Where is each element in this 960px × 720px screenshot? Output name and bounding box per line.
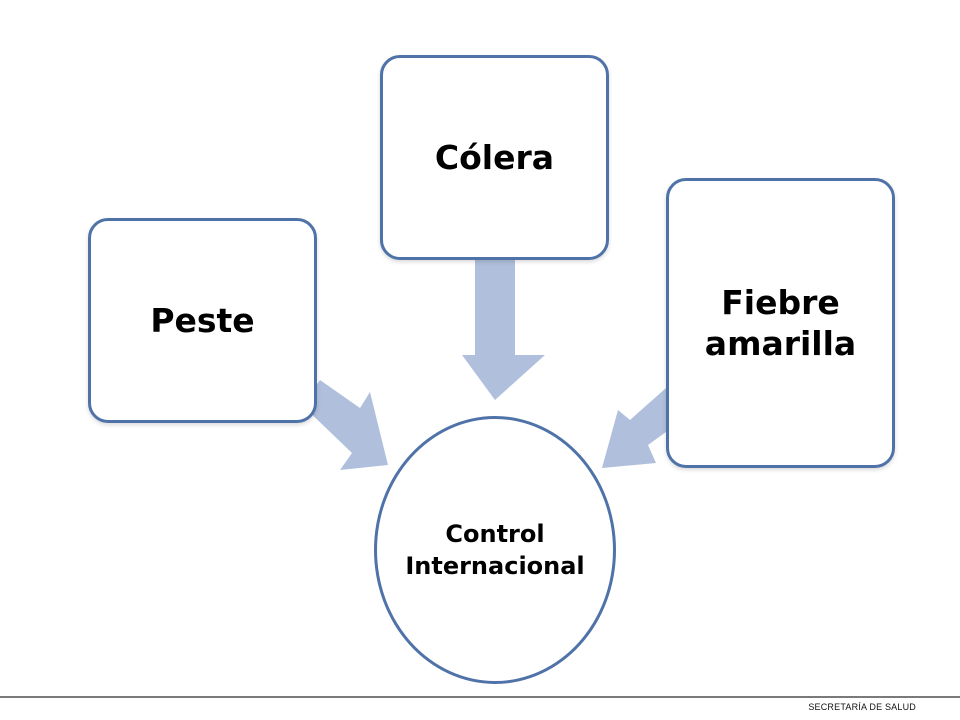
- footer-divider: [0, 696, 960, 698]
- arrow-colera-to-control: [462, 258, 545, 400]
- node-peste-label: Peste: [150, 301, 255, 340]
- node-colera: Cólera: [380, 55, 609, 260]
- node-peste: Peste: [88, 218, 317, 423]
- node-control-internacional: Control Internacional: [374, 416, 616, 684]
- node-control-internacional-label: Control Internacional: [405, 519, 585, 580]
- node-fiebre-amarilla-label: Fiebre amarilla: [704, 282, 857, 363]
- node-fiebre-amarilla: Fiebre amarilla: [666, 178, 895, 468]
- arrow-fiebre-to-control: [602, 388, 666, 468]
- footer-organization: SECRETARÍA DE SALUD: [808, 702, 916, 712]
- node-colera-label: Cólera: [434, 138, 555, 177]
- arrow-peste-to-control: [302, 380, 388, 470]
